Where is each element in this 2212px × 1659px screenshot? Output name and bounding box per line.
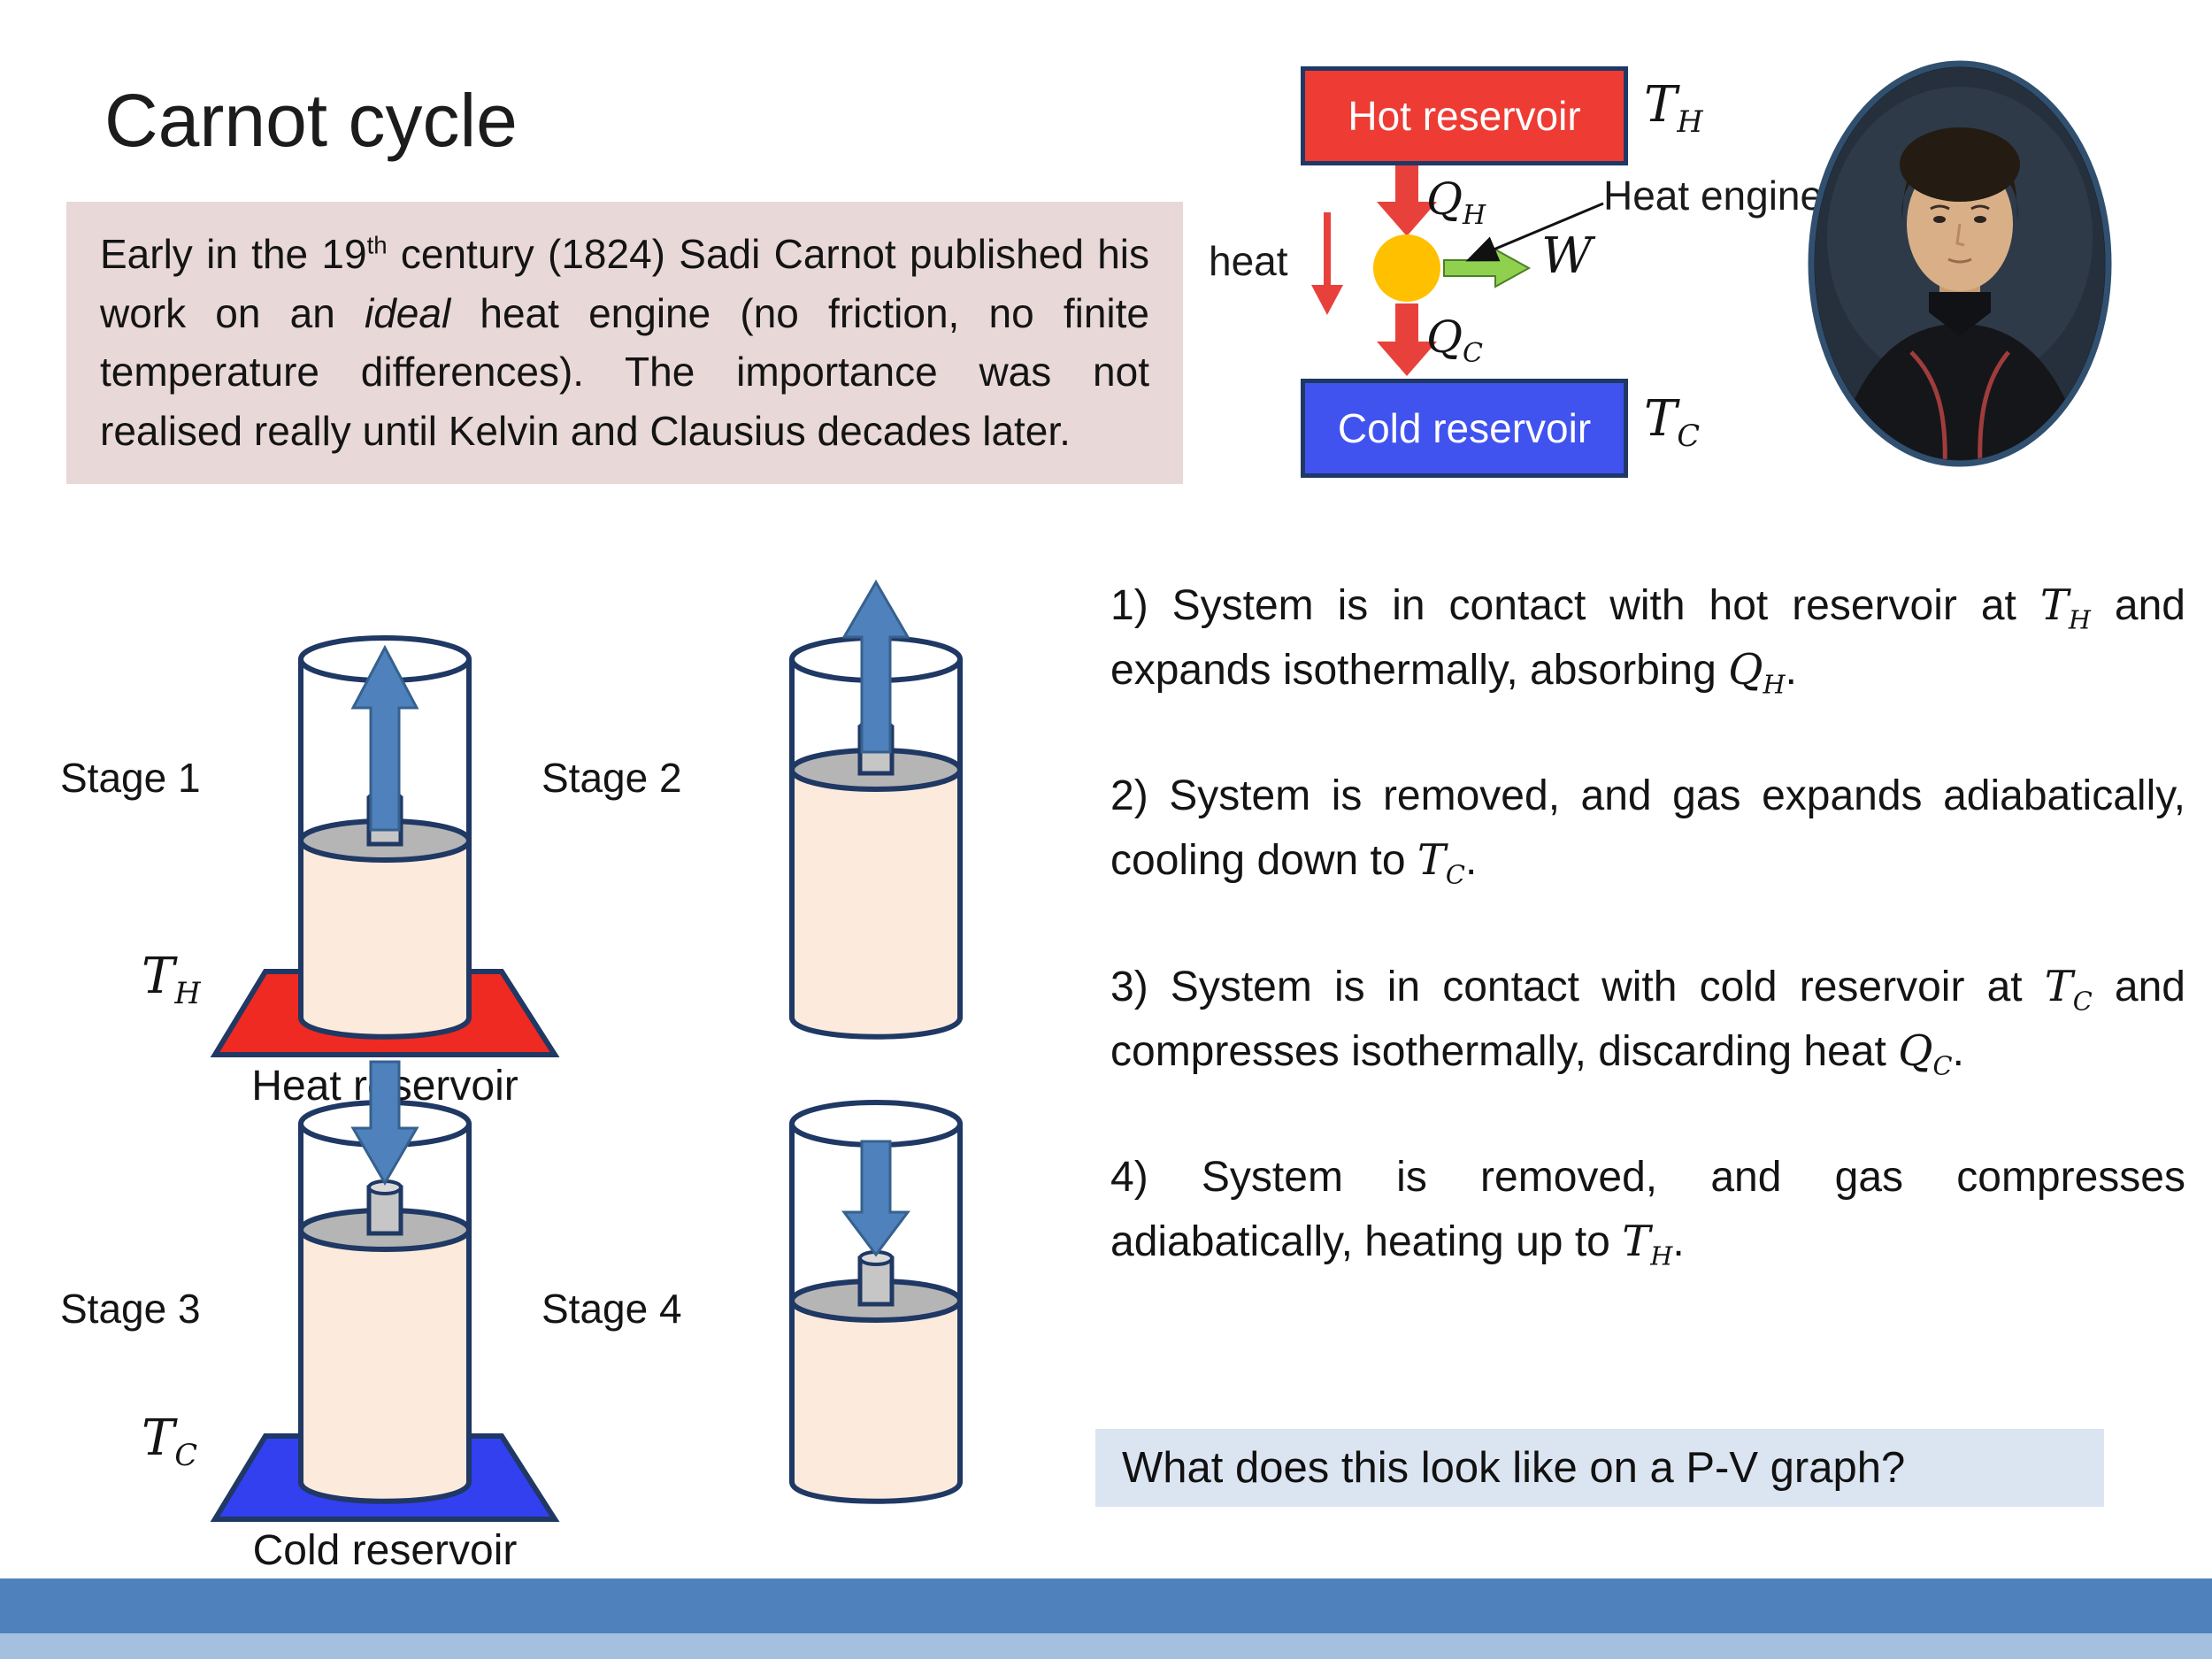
work-label: W: [1541, 227, 1593, 285]
stage3-piston-diagram: [210, 1060, 560, 1522]
hot-reservoir-box: Hot reservoir: [1301, 66, 1628, 165]
heat-engine-label: Heat engine: [1603, 173, 1824, 219]
step-3: 3) System is in contact with cold reserv…: [1110, 962, 2186, 1081]
cold-reservoir-box: Cold reservoir: [1301, 379, 1628, 478]
t-hot-label: TH: [1644, 76, 1703, 140]
step-2: 2) System is removed, and gas expands ad…: [1110, 772, 2185, 890]
intro-text: Early in the 19th century (1824) Sadi Ca…: [100, 231, 1149, 455]
footer-band-light: [0, 1633, 2212, 1659]
step-4: 4) System is removed, and gas compresses…: [1110, 1154, 2185, 1271]
q-hot-label: QH: [1426, 173, 1486, 231]
stage1-piston-diagram: [210, 635, 560, 1057]
portrait-sadi-carnot: [1808, 60, 2112, 467]
q-cold-label: QC: [1426, 311, 1483, 369]
compress-down-arrow-icon: [350, 1060, 419, 1186]
work-arrow-icon: [1443, 248, 1532, 288]
stage-t-hot-label: TH: [142, 948, 201, 1011]
heat-direction-arrow-icon: [1311, 212, 1343, 315]
heat-engine-circle: [1373, 234, 1440, 302]
gas-volume: [789, 1298, 963, 1504]
stage-4-label: Stage 4: [541, 1286, 682, 1332]
qc-flow-arrow-icon: [1377, 303, 1437, 376]
footer-band-dark: [0, 1578, 2212, 1633]
intro-box: Early in the 19th century (1824) Sadi Ca…: [66, 202, 1183, 484]
cold-reservoir-caption: Cold reservoir: [252, 1527, 518, 1574]
gas-volume: [298, 1227, 472, 1504]
expand-up-arrow-icon: [841, 580, 910, 754]
stage-3-label: Stage 3: [60, 1286, 201, 1332]
heat-label: heat: [1209, 238, 1288, 284]
question-text: What does this look like on a P-V graph?: [1122, 1444, 1906, 1492]
step-1: 1) System is in contact with hot reservo…: [1110, 580, 2185, 700]
cylinder-rim: [789, 1100, 963, 1148]
gas-volume: [298, 838, 472, 1040]
gas-volume: [789, 767, 963, 1040]
page-title: Carnot cycle: [104, 79, 518, 162]
stage4-piston-diagram: [789, 1100, 963, 1504]
question-box: What does this look like on a P-V graph?: [1095, 1429, 2104, 1507]
steps-column: 1) System is in contact with hot reservo…: [1110, 573, 2185, 1336]
heat-engine-diagram: [1311, 165, 1604, 376]
qh-flow-arrow-icon: [1377, 165, 1437, 236]
stage-2-label: Stage 2: [541, 755, 682, 801]
stage-1-label: Stage 1: [60, 755, 201, 801]
compress-down-arrow-icon: [841, 1140, 910, 1257]
stage2-piston-diagram: [789, 580, 963, 1040]
t-cold-label: TC: [1644, 390, 1701, 454]
expand-up-arrow-icon: [350, 644, 419, 832]
stage-t-cold-label: TC: [142, 1409, 198, 1473]
engine-label-pointer-line: [1465, 202, 1604, 262]
